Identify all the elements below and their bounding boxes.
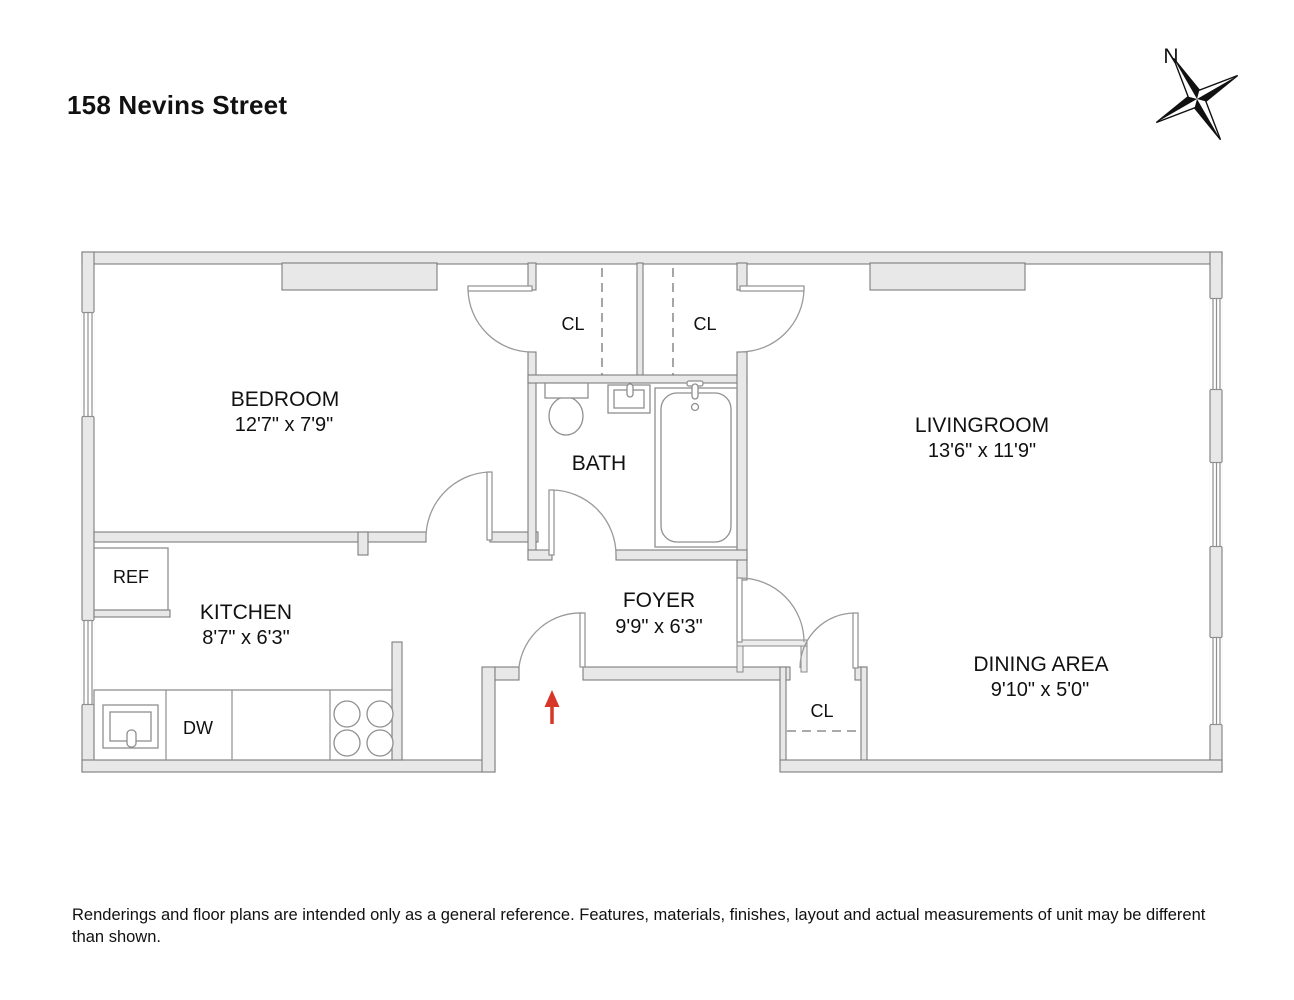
window (1209, 297, 1223, 391)
door-leaf (548, 489, 555, 556)
door-swing-arc (467, 288, 533, 353)
door-bedroom (425, 471, 493, 541)
wall-segment (779, 666, 787, 766)
door-swing-arc (518, 612, 584, 668)
wall-segment (779, 759, 1223, 773)
door-leaf (736, 577, 743, 643)
refrigerator-box (93, 547, 169, 611)
wall-chase (281, 262, 438, 291)
half-wall (800, 645, 808, 673)
foyer-dims: 9'9" x 6'3" (615, 616, 702, 638)
door-leaf (852, 612, 859, 669)
door-swing-arc (799, 612, 856, 669)
wall-chase (869, 262, 1026, 291)
door-leaf (579, 612, 586, 668)
wall-stub (93, 609, 171, 618)
door-swing-arc (551, 489, 617, 556)
door-bath (548, 489, 617, 556)
door-entry (518, 612, 586, 668)
kitchen-label: KITCHEN (200, 601, 292, 624)
door-swing-arc (739, 288, 805, 353)
wall-segment (860, 666, 868, 766)
bath-sink (607, 383, 651, 414)
wall-segment (93, 531, 427, 543)
burner (366, 729, 394, 757)
bedroom-dims: 12'7" x 7'9" (235, 414, 334, 436)
burner (366, 700, 394, 728)
wall-segment (582, 666, 791, 681)
bathtub (654, 380, 738, 548)
wall-stub (357, 531, 369, 556)
livingroom-dims: 13'6" x 11'9" (928, 440, 1036, 462)
dining-area-label: DINING AREA (973, 653, 1108, 676)
door-leaf (486, 471, 493, 541)
wall-segment (81, 759, 496, 773)
window (1209, 636, 1223, 726)
foyer-closet-label: CL (810, 701, 833, 721)
foyer-label: FOYER (623, 589, 695, 612)
door-swing-arc (739, 577, 805, 643)
kitchen-dims: 8'7" x 6'3" (202, 627, 289, 649)
door-leaf (739, 285, 805, 292)
door-bedroom-closet (467, 285, 533, 353)
kitchen-sink (102, 704, 159, 749)
wall-segment (736, 351, 748, 581)
wall-segment (615, 549, 748, 561)
window (1209, 461, 1223, 548)
burner (333, 700, 361, 728)
stove (333, 700, 394, 757)
wall-segment (494, 666, 520, 681)
wall-segment (636, 262, 644, 379)
bath-fixtures (544, 380, 738, 548)
dishwasher-label: DW (183, 718, 213, 738)
windows (81, 297, 1223, 726)
entry-arrow (544, 690, 560, 724)
disclaimer-text: Renderings and floor plans are intended … (72, 906, 1206, 947)
livingroom-label: LIVINGROOM (915, 414, 1049, 437)
bedroom-closet-label: CL (561, 314, 584, 334)
closet-rods (601, 268, 858, 732)
window (81, 619, 95, 706)
door-leaf (467, 285, 533, 292)
doors (425, 285, 859, 669)
kitchen-fixtures (93, 547, 394, 761)
door-hall-closet (739, 285, 805, 353)
door-foyer-closet (799, 612, 859, 669)
door-foyer-living (736, 577, 805, 643)
dining-area-dims: 9'10" x 5'0" (991, 679, 1090, 701)
window (81, 311, 95, 418)
refrigerator-label: REF (113, 567, 149, 587)
wall-segment (481, 666, 496, 773)
compass-rose: N (1155, 45, 1239, 141)
wall-segment (81, 251, 1223, 265)
hall-closet-label: CL (693, 314, 716, 334)
interior-walls (93, 262, 748, 761)
door-swing-arc (425, 471, 490, 541)
toilet (544, 382, 589, 436)
bedroom-label: BEDROOM (231, 388, 340, 411)
page-title: 158 Nevins Street (67, 90, 288, 120)
compass-n-label: N (1163, 45, 1178, 68)
burner (333, 729, 361, 757)
room-labels: BEDROOM 12'7" x 7'9" KITCHEN 8'7" x 6'3"… (113, 314, 1109, 738)
wall-segment (527, 374, 748, 384)
bath-label: BATH (572, 452, 626, 475)
half-wall (736, 645, 744, 673)
half-wall (736, 639, 808, 647)
